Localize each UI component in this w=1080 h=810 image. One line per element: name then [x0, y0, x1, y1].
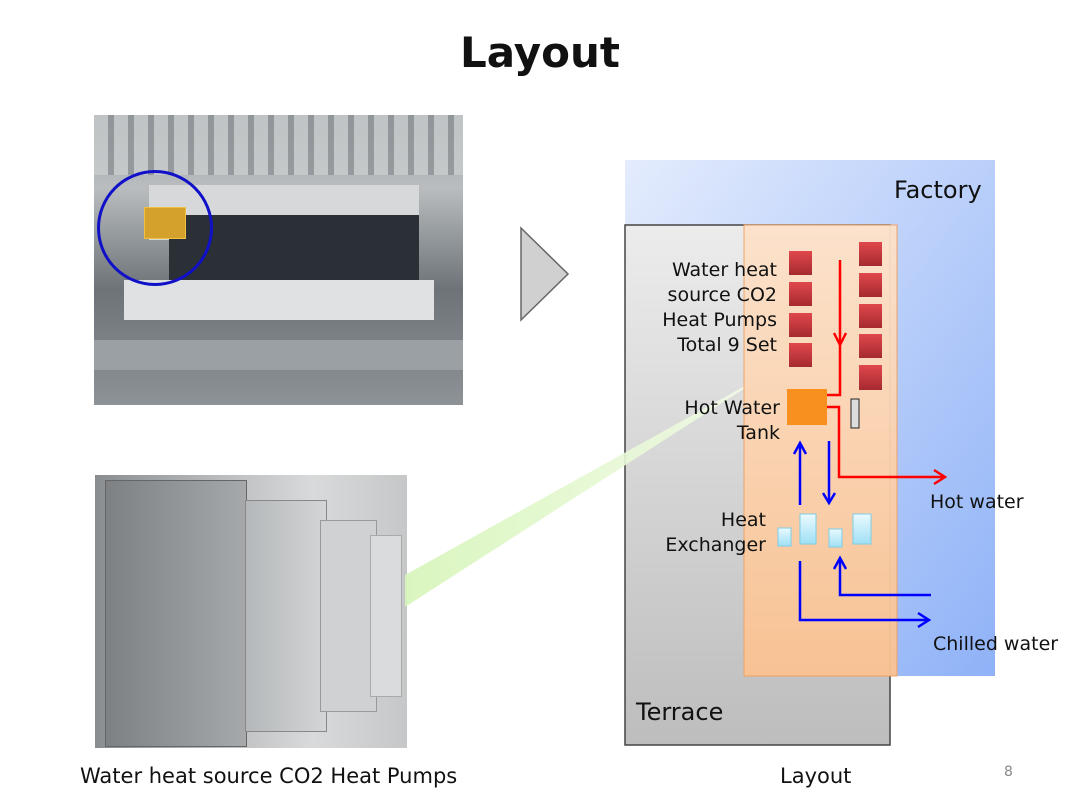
hot-water-lines — [827, 260, 948, 486]
heat-pump-zone — [743, 224, 898, 677]
heat-exchangers — [777, 513, 872, 548]
pump — [850, 398, 860, 429]
label-line: Hot Water — [684, 397, 780, 419]
zoom-beam — [405, 372, 770, 607]
page-number: 8 — [1004, 764, 1013, 780]
exchanger-label: Heat Exchanger — [640, 508, 766, 558]
label-line: Total 9 Set — [677, 334, 777, 356]
slide-title: Layout — [459, 28, 621, 77]
label-line: Heat — [720, 509, 766, 531]
hot-water-tank — [787, 389, 827, 425]
highlight-circle — [97, 170, 213, 286]
label-line: Water heat — [671, 259, 777, 281]
play-arrow-icon — [520, 226, 570, 322]
heat-pumps-label: Water heat source CO2 Heat Pumps Total 9… — [640, 258, 777, 358]
chilled-water-label: Chilled water — [933, 633, 1059, 655]
label-line: Heat Pumps — [662, 309, 777, 331]
tank-label: Hot Water Tank — [640, 396, 780, 446]
heat-pump-units-photo — [95, 475, 407, 748]
label-line: Tank — [736, 422, 780, 444]
factory-label: Factory — [894, 176, 982, 204]
label-line: Exchanger — [665, 534, 766, 556]
terrace-label: Terrace — [636, 698, 724, 726]
hot-water-label: Hot water — [930, 491, 1024, 513]
right-caption: Layout — [780, 764, 852, 788]
left-caption: Water heat source CO2 Heat Pumps — [80, 764, 458, 788]
heat-pump-units — [789, 242, 882, 390]
chilled-water-lines — [792, 440, 932, 629]
label-line: source CO2 — [667, 284, 777, 306]
aerial-factory-photo — [94, 115, 463, 405]
